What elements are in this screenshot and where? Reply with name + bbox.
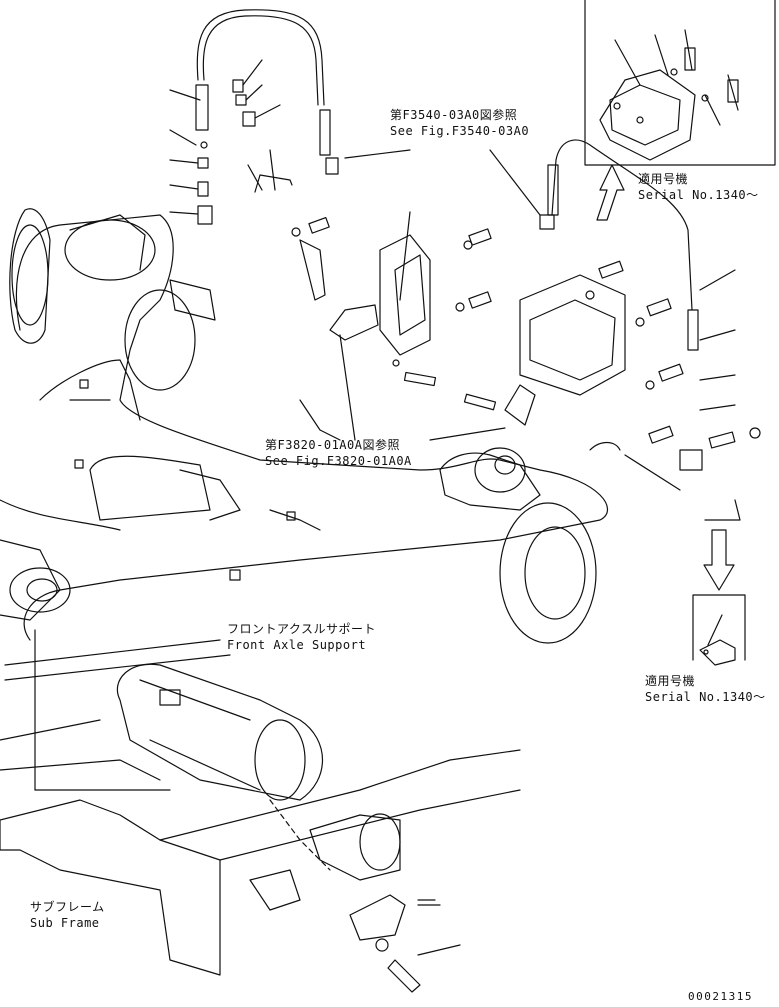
right-bracket [463, 260, 761, 491]
callout-f3540-en: See Fig.F3540-03A0 [390, 124, 530, 138]
sub-frame-en: Sub Frame [30, 916, 100, 930]
arrow-up-icon [596, 164, 625, 221]
serial-top-jp: 適用号機 [638, 172, 689, 186]
serial-bottom-jp: 適用号機 [645, 674, 696, 688]
cylinder-assembly [116, 663, 331, 871]
sub-frame [0, 639, 521, 993]
wheel-hub-left [9, 224, 71, 613]
part-number: 00021315 [688, 990, 753, 1003]
front-axle-support-jp: フロントアクスルサポート [227, 622, 377, 636]
hydraulic-hose-right [539, 139, 699, 351]
serial-top-en: Serial No.1340〜 [638, 188, 759, 202]
left-fittings [169, 59, 293, 225]
sub-frame-jp: サブフレーム [30, 900, 105, 914]
callout-f3540-jp: 第F3540-03A0図参照 [390, 108, 518, 122]
front-axle-support-en: Front Axle Support [227, 638, 367, 652]
callout-f3820-jp: 第F3820-01A0A図参照 [265, 438, 400, 452]
arrow-down-icon [703, 529, 735, 591]
inset-box-bottom [692, 594, 746, 666]
callout-f3820-en: See Fig.F3820-01A0A [265, 454, 412, 468]
inset-box-top [584, 0, 776, 166]
mounting-brackets [291, 211, 492, 387]
serial-bottom-en: Serial No.1340〜 [645, 690, 766, 704]
wheel-hub-right [474, 447, 597, 644]
callout-leaders [34, 149, 541, 791]
axle-support-body [0, 208, 609, 641]
hydraulic-hose-top [195, 9, 339, 175]
